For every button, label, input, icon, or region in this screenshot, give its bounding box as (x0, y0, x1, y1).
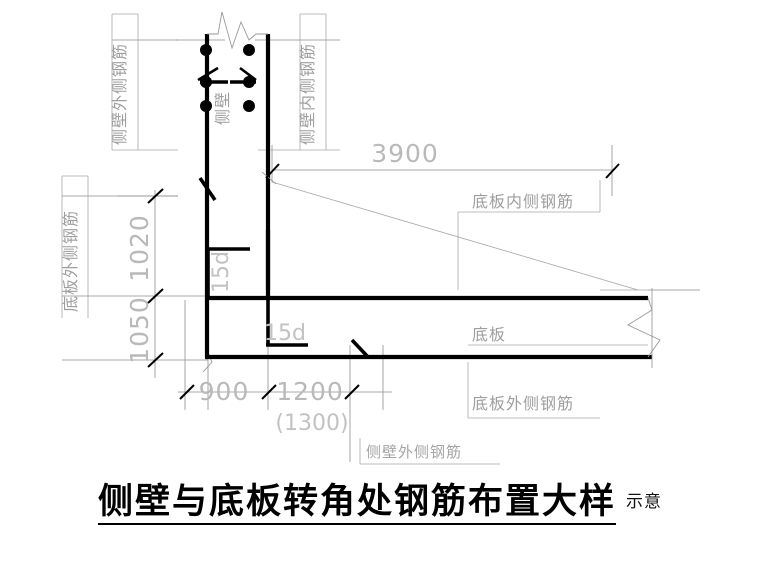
label-wall-outer-rebar-top: 侧壁外侧钢筋 (110, 43, 129, 145)
dimension-base-left: 900 (199, 377, 250, 406)
dimension-text-group: 3900 1020 1050 900 1200 (1300) 15d 15d (125, 139, 439, 436)
rebar-dot (200, 44, 212, 56)
rebar-dot (200, 100, 212, 112)
label-slab-inner-rebar-right: 底板内侧钢筋 (472, 192, 574, 211)
wall-section (197, 11, 277, 373)
drawing-title: 侧壁与底板转角处钢筋布置大样 (97, 484, 616, 525)
dimension-ticks (147, 163, 620, 400)
label-slab-outer-rebar-right: 底板外侧钢筋 (472, 394, 574, 413)
annotation-labels: 侧壁外侧钢筋 侧壁内侧钢筋 侧壁 底板外侧钢筋 底板内侧钢筋 底板 底板外侧钢筋… (61, 43, 574, 461)
drawing-title-suffix: 示意 (626, 492, 662, 512)
label-slab: 底板 (472, 325, 506, 344)
rebar-dot (243, 44, 255, 56)
label-slab-outer-rebar-left: 底板外侧钢筋 (61, 210, 80, 312)
label-wall-outer-rebar-bottom: 侧壁外侧钢筋 (366, 443, 462, 461)
dimension-wall-offset-1020: 1020 (125, 214, 154, 282)
dimension-span-top: 3900 (371, 139, 439, 168)
dimension-hook-vertical: 15d (209, 251, 234, 293)
label-wall-inner-rebar-top: 侧壁内侧钢筋 (298, 43, 317, 145)
dimension-wall-offset-1050: 1050 (125, 296, 154, 364)
dimension-base-right: 1200 (276, 377, 344, 406)
rebar-dot (243, 100, 255, 112)
label-wall: 侧壁 (213, 91, 232, 125)
slab-outline (204, 196, 700, 368)
title-block: 侧壁与底板转角处钢筋布置大样示意 (0, 484, 760, 525)
dimension-hook-horizontal: 15d (264, 321, 306, 346)
dimension-base-right-alt: (1300) (275, 411, 348, 436)
